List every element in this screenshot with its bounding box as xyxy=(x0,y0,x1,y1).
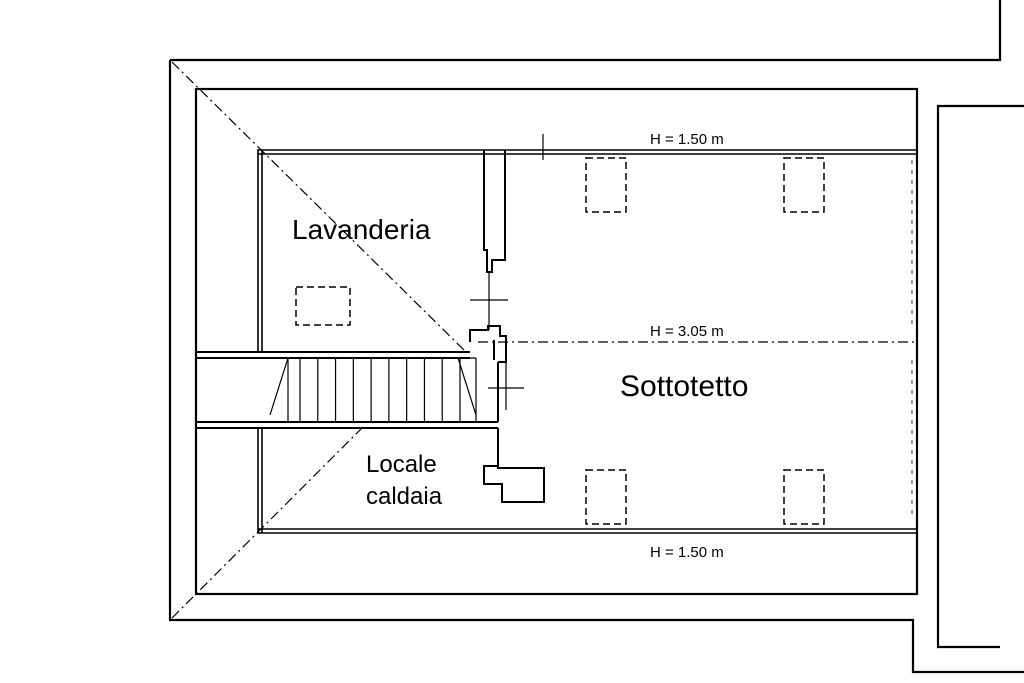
skylight xyxy=(783,157,825,213)
skylight xyxy=(295,286,351,326)
room-label-boiler-line1: Locale xyxy=(366,451,437,478)
stair-corridor xyxy=(196,351,498,429)
roof-hip-lines xyxy=(171,61,917,619)
height-label-middle: H = 3.05 m xyxy=(650,323,724,340)
height-label-bottom: H = 1.50 m xyxy=(650,544,724,561)
room-label-boiler-line2: caldaia xyxy=(366,483,443,510)
central-wall xyxy=(469,150,545,503)
stair-treads xyxy=(299,358,461,422)
skylight xyxy=(783,469,825,525)
low-height-boundary xyxy=(257,149,917,534)
skylight xyxy=(585,157,627,213)
skylight xyxy=(585,469,627,525)
reference-marks xyxy=(470,134,544,410)
building-outline xyxy=(168,0,1024,674)
room-label-attic: Sottotetto xyxy=(620,370,748,403)
skylights xyxy=(295,157,825,525)
room-label-laundry: Lavanderia xyxy=(292,214,431,245)
staircase xyxy=(269,357,477,423)
height-label-top: H = 1.50 m xyxy=(650,131,724,148)
